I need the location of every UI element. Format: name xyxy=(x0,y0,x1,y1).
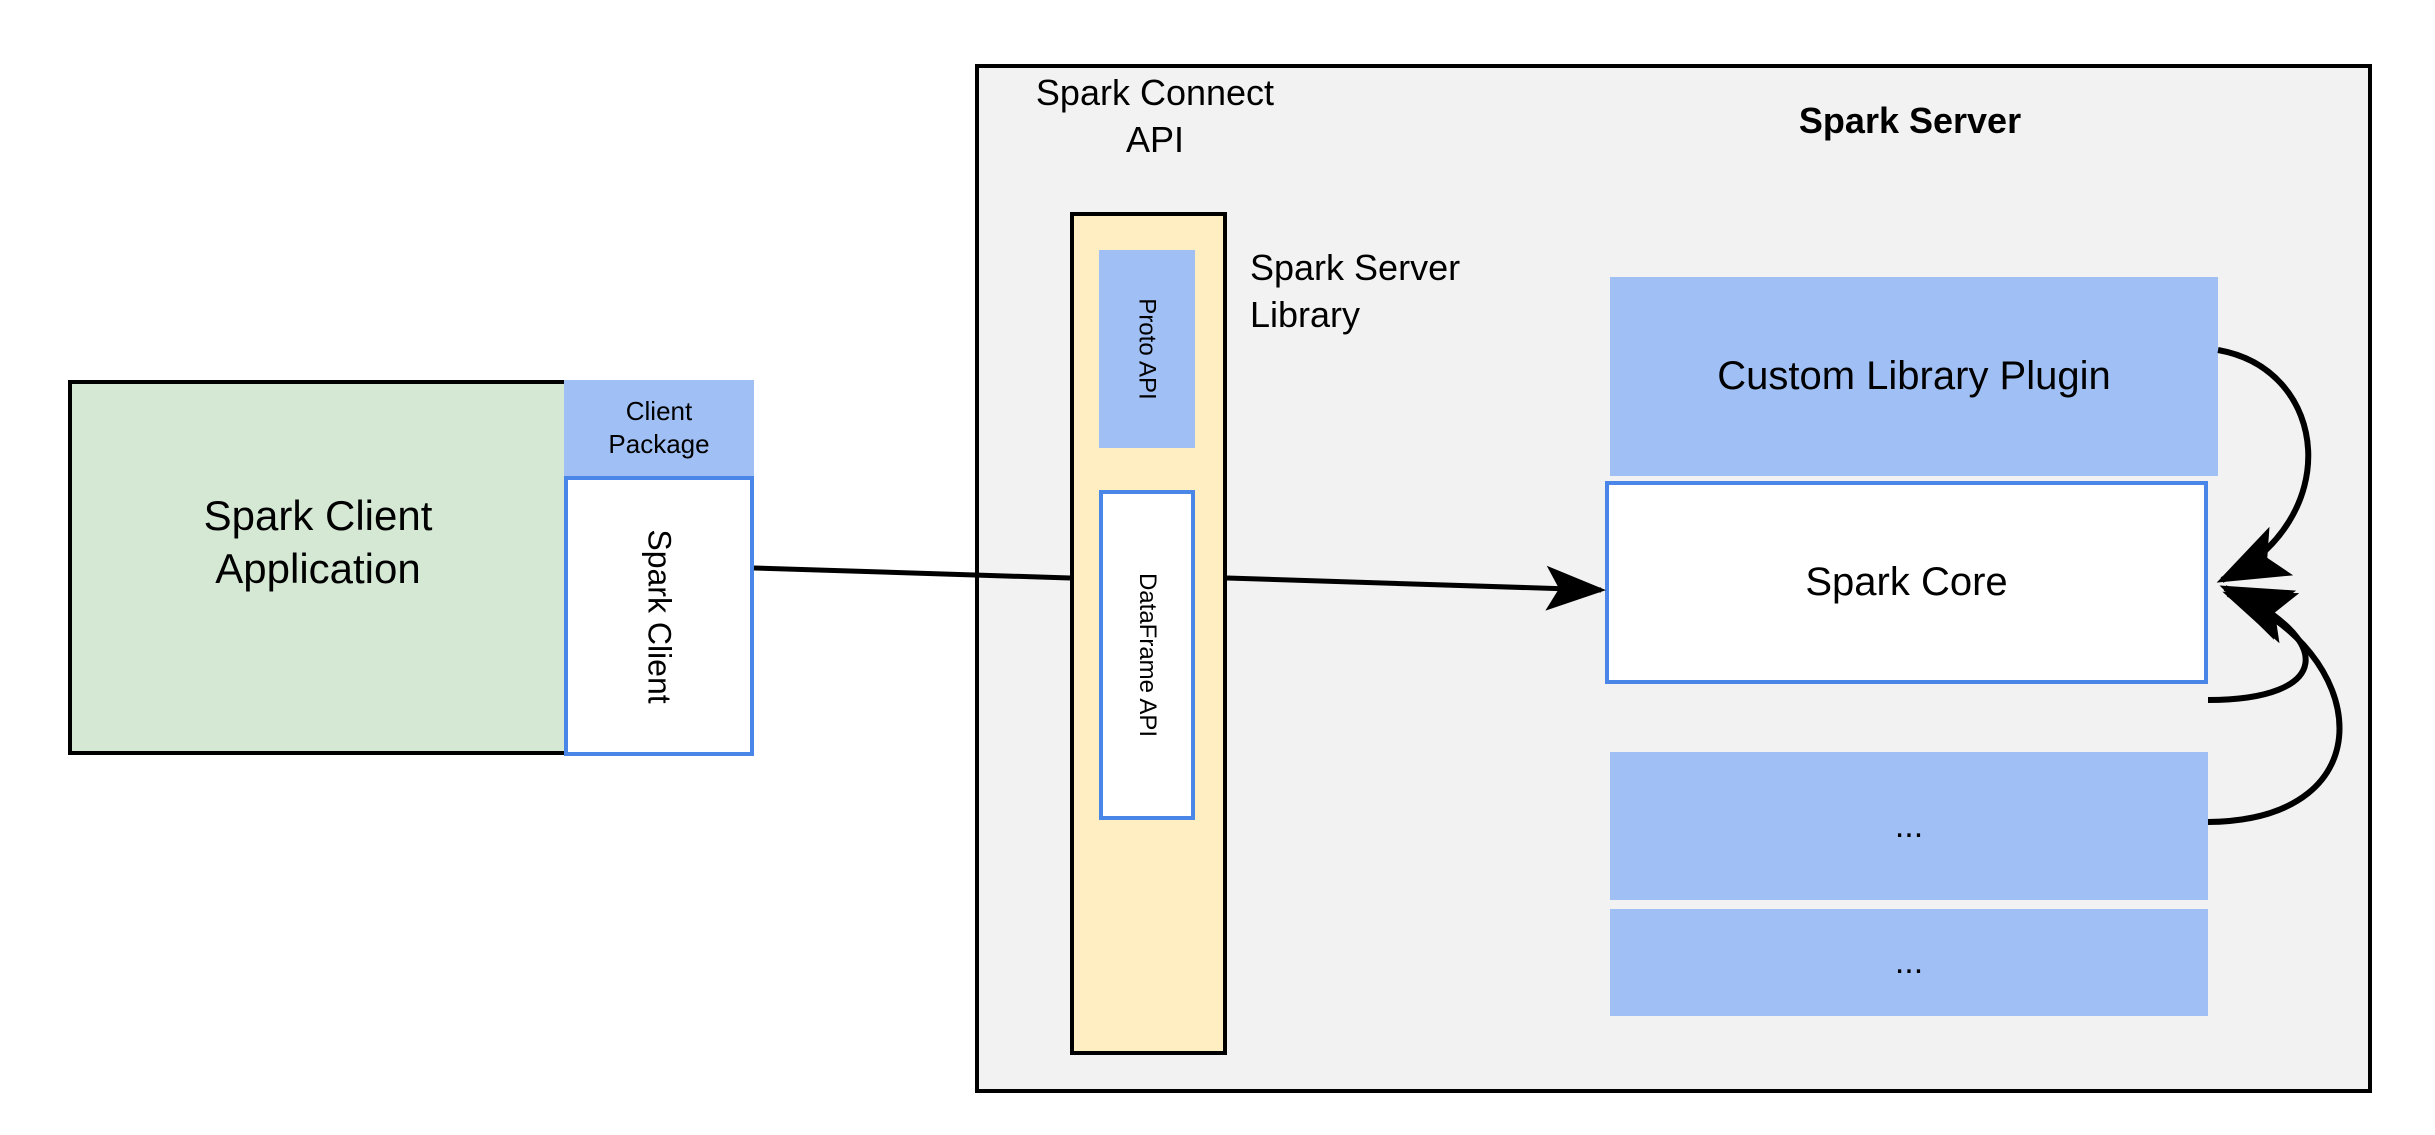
spark-client-box xyxy=(564,476,754,756)
ellipsis-box-lower: ... xyxy=(1610,909,2208,1016)
spark-client-label-wrapper: Spark Client xyxy=(564,476,754,756)
client-package-box xyxy=(564,380,754,476)
ellipsis-box-upper: ... xyxy=(1610,752,2208,900)
dataframe-api-label: DataFrame API xyxy=(1134,572,1161,738)
dataframe-api-label-wrapper: DataFrame API xyxy=(1099,490,1195,820)
proto-api-label: Proto API xyxy=(1134,298,1162,400)
spark-core-box: Spark Core xyxy=(1605,481,2208,684)
custom-library-plugin-box: Custom Library Plugin xyxy=(1610,277,2218,476)
spark-server-title: Spark Server xyxy=(1798,100,2022,141)
proto-api-label-wrapper: Proto API xyxy=(1099,250,1195,448)
spark-client-application-label: Spark Client Application xyxy=(203,492,433,592)
spark-client-application-box xyxy=(68,380,568,755)
spark-server-library-label: Spark Server Library xyxy=(1250,247,1461,335)
spark-client-label: Spark Client xyxy=(641,528,678,704)
client-package-label: Client Package xyxy=(608,396,710,460)
proto-api-box xyxy=(1099,250,1195,448)
spark-connect-api-label: Spark Connect API xyxy=(1035,72,1275,160)
dataframe-api-box xyxy=(1099,490,1195,820)
